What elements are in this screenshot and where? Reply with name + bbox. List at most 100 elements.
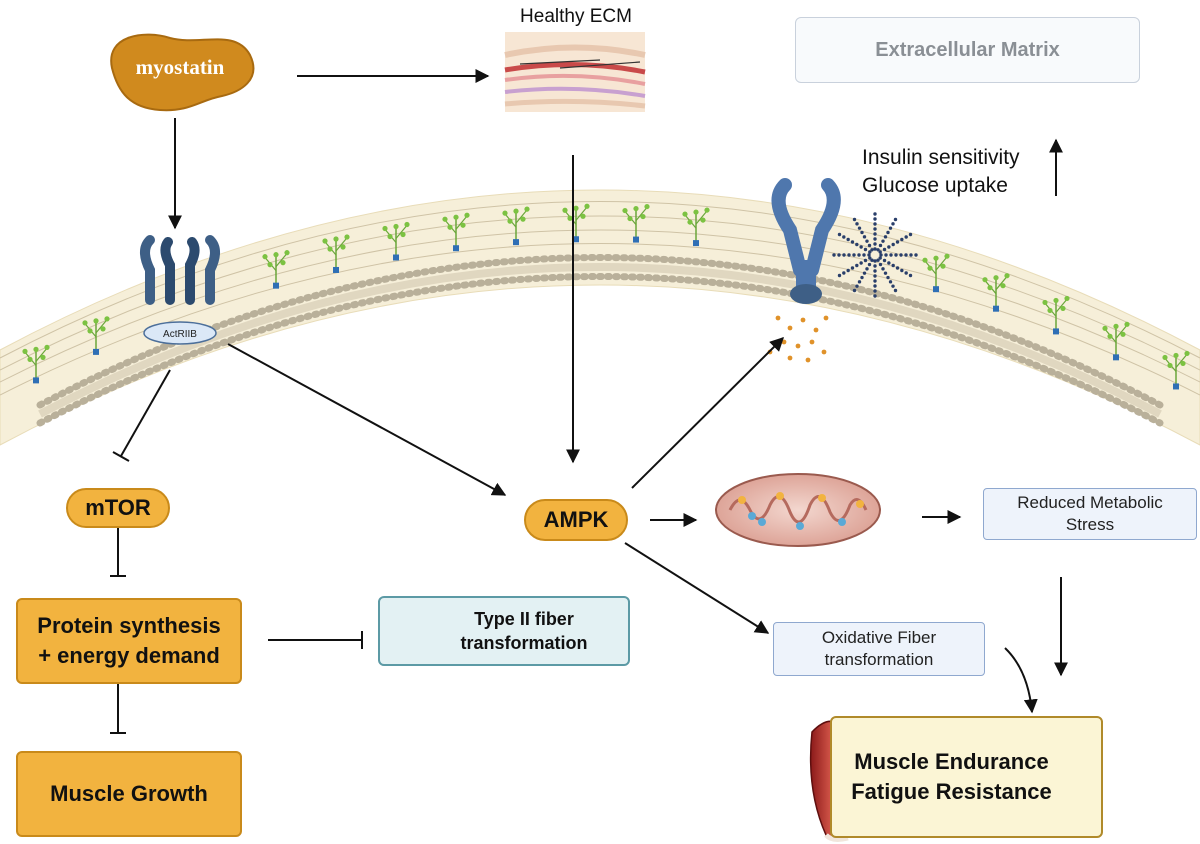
glyco-branch <box>1175 355 1187 368</box>
ampk-label: AMPK <box>543 507 609 532</box>
glycogen-bead <box>873 227 877 231</box>
glyco-branch <box>335 238 347 252</box>
glucose-dot <box>821 349 827 355</box>
glycogen-bead <box>891 284 895 288</box>
glyco-sugar <box>704 207 710 213</box>
glycogen-bead <box>882 247 887 252</box>
glyco-sugar <box>1124 321 1130 327</box>
glyco-sugar <box>573 205 579 211</box>
glucose-dot <box>787 325 793 331</box>
glyco-sugar <box>640 213 646 220</box>
glyco-sugar <box>447 224 453 230</box>
mito-particle <box>758 518 766 526</box>
glyco-branch <box>935 257 947 271</box>
glycogen-bead <box>873 284 877 288</box>
oxidative-fiber-box: Oxidative Fiber transformation <box>773 622 985 676</box>
glycogen-bead <box>846 268 850 273</box>
glyco-anchor <box>453 245 459 252</box>
glycogen-bead <box>868 250 872 254</box>
muscle-growth-box: Muscle Growth <box>16 751 242 837</box>
mito-particle <box>796 522 804 530</box>
glucose-dot <box>775 315 781 321</box>
glyco-sugar <box>393 223 399 230</box>
glyco-branch <box>395 226 407 239</box>
glycogen-bead <box>887 245 891 249</box>
myostatin-shape <box>110 33 255 112</box>
endurance-label: Muscle Endurance Fatigue Resistance <box>851 749 1052 804</box>
glyco-branch <box>695 211 707 225</box>
insulin-receptor-arm <box>771 178 807 277</box>
glyco-sugar <box>382 225 388 232</box>
glucose-uptake-label: Glucose uptake <box>862 174 1008 197</box>
reduced-stress-box: Reduced Metabolic Stress <box>983 488 1197 540</box>
glucose-dot <box>823 315 829 321</box>
glycogen-bead <box>891 242 895 247</box>
glyco-sugar <box>1000 283 1006 289</box>
membrane-fiber-line <box>0 243 1200 396</box>
glyco-sugar <box>524 206 530 212</box>
glucose-dot <box>805 357 811 363</box>
glyco-anchor <box>273 282 279 289</box>
reduced-stress-label: Reduced Metabolic Stress <box>1017 493 1163 534</box>
glycogen-bead <box>873 264 877 268</box>
glycogen-bead <box>832 253 836 257</box>
glycogen-bead <box>884 253 888 257</box>
glycogen-bead <box>850 266 855 270</box>
receptor-arm <box>140 235 155 305</box>
glycogen-bead <box>873 279 877 283</box>
glyco-sugar <box>22 348 28 354</box>
glycogen-bead <box>893 288 898 293</box>
mtor-label: mTOR <box>85 495 151 520</box>
ampk-node: AMPK <box>524 499 628 541</box>
glycogen-bead <box>900 268 904 273</box>
glyco-anchor <box>1053 328 1059 335</box>
glyco-sugar <box>1162 354 1168 361</box>
glycogen-bead <box>863 247 868 252</box>
glycogen-bead <box>873 247 877 251</box>
protein-synthesis-box: Protein synthesis + energy demand <box>16 598 242 684</box>
glyco-sugar <box>87 328 93 334</box>
glyco-sugar <box>333 236 339 242</box>
glycogen-bead <box>857 280 862 284</box>
glycogen-bead <box>857 226 862 230</box>
glyco-sugar <box>502 210 508 216</box>
glycogen-bead <box>870 248 874 252</box>
glyco-sugar <box>944 253 950 259</box>
mitochondrion-outer <box>715 473 881 547</box>
glycogen-bead <box>881 267 885 271</box>
glyco-sugar <box>1102 325 1108 331</box>
insulin-receptor <box>767 178 918 363</box>
glucose-dot <box>787 355 793 361</box>
glyco-sugar <box>627 215 633 222</box>
glyco-sugar <box>267 262 273 268</box>
glycogen-bead <box>883 235 888 239</box>
glycogen-bead <box>846 237 850 242</box>
actriib-base <box>143 321 217 345</box>
glycogen-bead <box>888 280 893 284</box>
glyco-sugar <box>82 320 88 326</box>
glycogen-bead <box>904 235 908 239</box>
glyco-sugar <box>622 207 628 214</box>
glyco-anchor <box>573 236 579 243</box>
glycogen-bead <box>860 275 864 280</box>
glyco-anchor <box>633 236 639 243</box>
glycogen-bead <box>878 243 883 248</box>
glycogen-bead <box>842 235 846 239</box>
glycogen-bead <box>859 261 863 265</box>
insulin-receptor-stem <box>796 260 816 290</box>
arrow-oxidative-to-endurance <box>1004 647 1038 714</box>
membrane-fiber-line <box>0 229 1200 383</box>
glycogen-bead <box>895 240 900 244</box>
glycogen-bead <box>852 253 856 257</box>
glyco-anchor <box>393 254 399 261</box>
glycogen-bead <box>894 253 898 257</box>
glycogen-bead <box>873 222 877 226</box>
glycogen-bead <box>842 253 846 257</box>
glycogen-bead <box>873 294 877 298</box>
glycogen-bead <box>873 269 877 273</box>
glycogen-bead <box>860 230 864 235</box>
glyco-sugar <box>44 344 50 350</box>
type2-fiber-label: Type II fiber transformation <box>460 609 588 653</box>
glycogen-bead <box>908 273 913 278</box>
glycogen-bead <box>873 274 877 278</box>
